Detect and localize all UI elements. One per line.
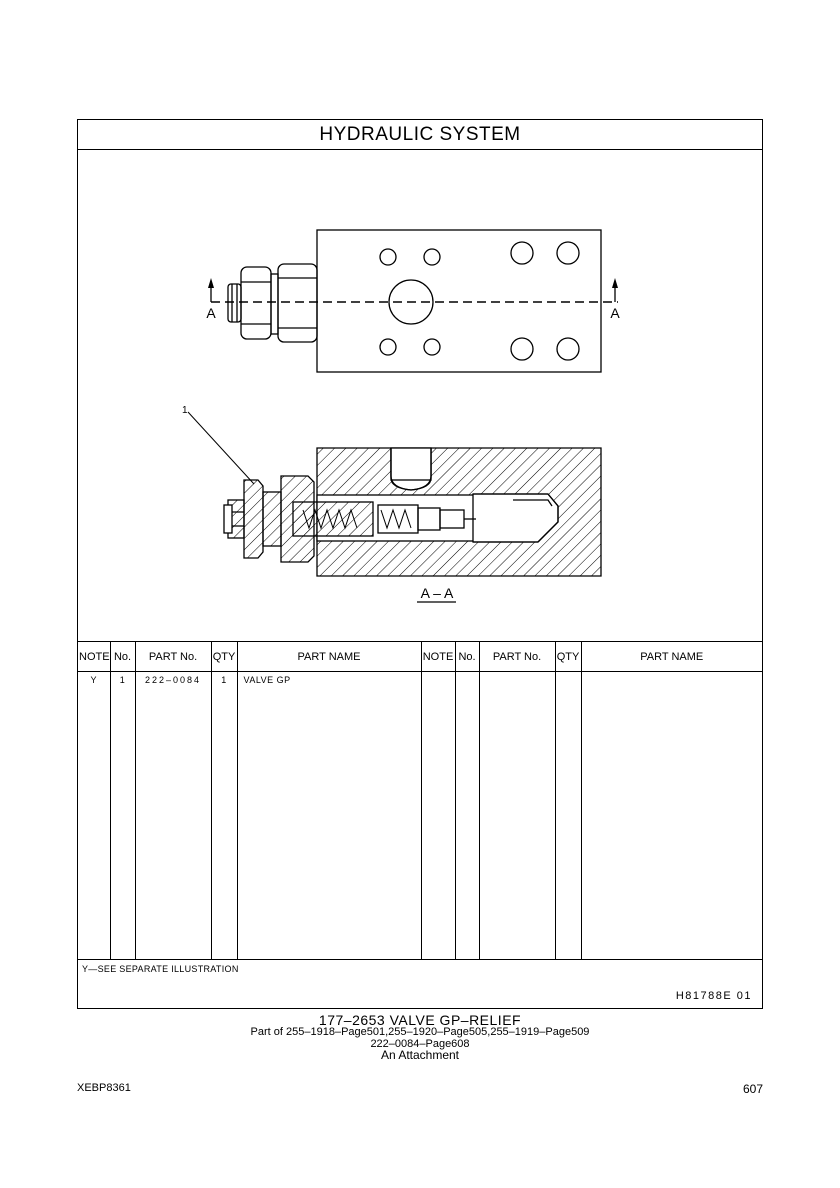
table-header-row: NOTE No. PART No. QTY PART NAME NOTE No.… [78,642,762,672]
cell-part-name: VALVE GP [237,671,422,959]
table-footer: Y—SEE SEPARATE ILLUSTRATION H81788E 01 [78,959,762,1009]
center-bore [388,279,434,325]
port-hole [423,248,441,266]
caption-title: 177–2653 VALVE GP–RELIEF [318,1012,522,1028]
callout-leader [187,411,255,485]
top-view [210,229,618,373]
caption-attachment: An Attachment [380,1048,460,1062]
port-hole [379,248,397,266]
col-note: NOTE [78,642,111,672]
col-part-no-2: PART No. [479,642,556,672]
cell-part-no: 222–0084 [135,671,212,959]
port-hole [556,241,580,265]
caption-reference: 222–0084–Page608 [370,1038,470,1050]
col-part-no: PART No. [135,642,212,672]
port-hole [379,338,397,356]
section-marker-left: A [206,305,216,321]
col-qty-2: QTY [555,642,582,672]
col-part-name: PART NAME [237,642,422,672]
table-row: Y 1 222–0084 1 VALVE GP [78,671,762,959]
illustration-id: H81788E 01 [675,990,752,1002]
document-frame: HYDRAULIC SYSTEM [77,119,763,1009]
section-body-nut [280,475,315,563]
page-title: HYDRAULIC SYSTEM [78,120,762,150]
port-hole [556,337,580,361]
section-label: A – A [421,585,454,601]
cell-note: Y [78,671,111,959]
adjust-nut [240,266,272,340]
section-lock-nut [243,479,264,559]
callout-number: 1 [182,405,188,416]
document-id: XEBP8361 [77,1082,131,1094]
parts-table: NOTE No. PART No. QTY PART NAME NOTE No.… [78,642,762,959]
adjust-screw [227,283,242,323]
port-hole [510,241,534,265]
col-part-name-2: PART NAME [581,642,762,672]
page-number: 607 [742,1082,763,1096]
col-no-2: No. [455,642,480,672]
section-view [223,447,602,577]
note-legend: Y—SEE SEPARATE ILLUSTRATION [82,964,239,974]
col-qty: QTY [211,642,238,672]
port-hole [510,337,534,361]
section-marker-right: A [610,305,620,321]
lock-nut [277,263,318,343]
col-no: No. [110,642,136,672]
valve-body-top [316,229,602,373]
col-note-2: NOTE [421,642,456,672]
caption-part-of: Part of 255–1918–Page501,255–1920–Page50… [250,1026,590,1038]
parts-table-wrapper: NOTE No. PART No. QTY PART NAME NOTE No.… [78,641,762,959]
valve-drawing-svg: A A 1 [182,229,620,603]
cell-no: 1 [110,671,136,959]
port-hole [423,338,441,356]
technical-drawing: A A 1 [78,150,762,640]
cell-qty: 1 [211,671,238,959]
